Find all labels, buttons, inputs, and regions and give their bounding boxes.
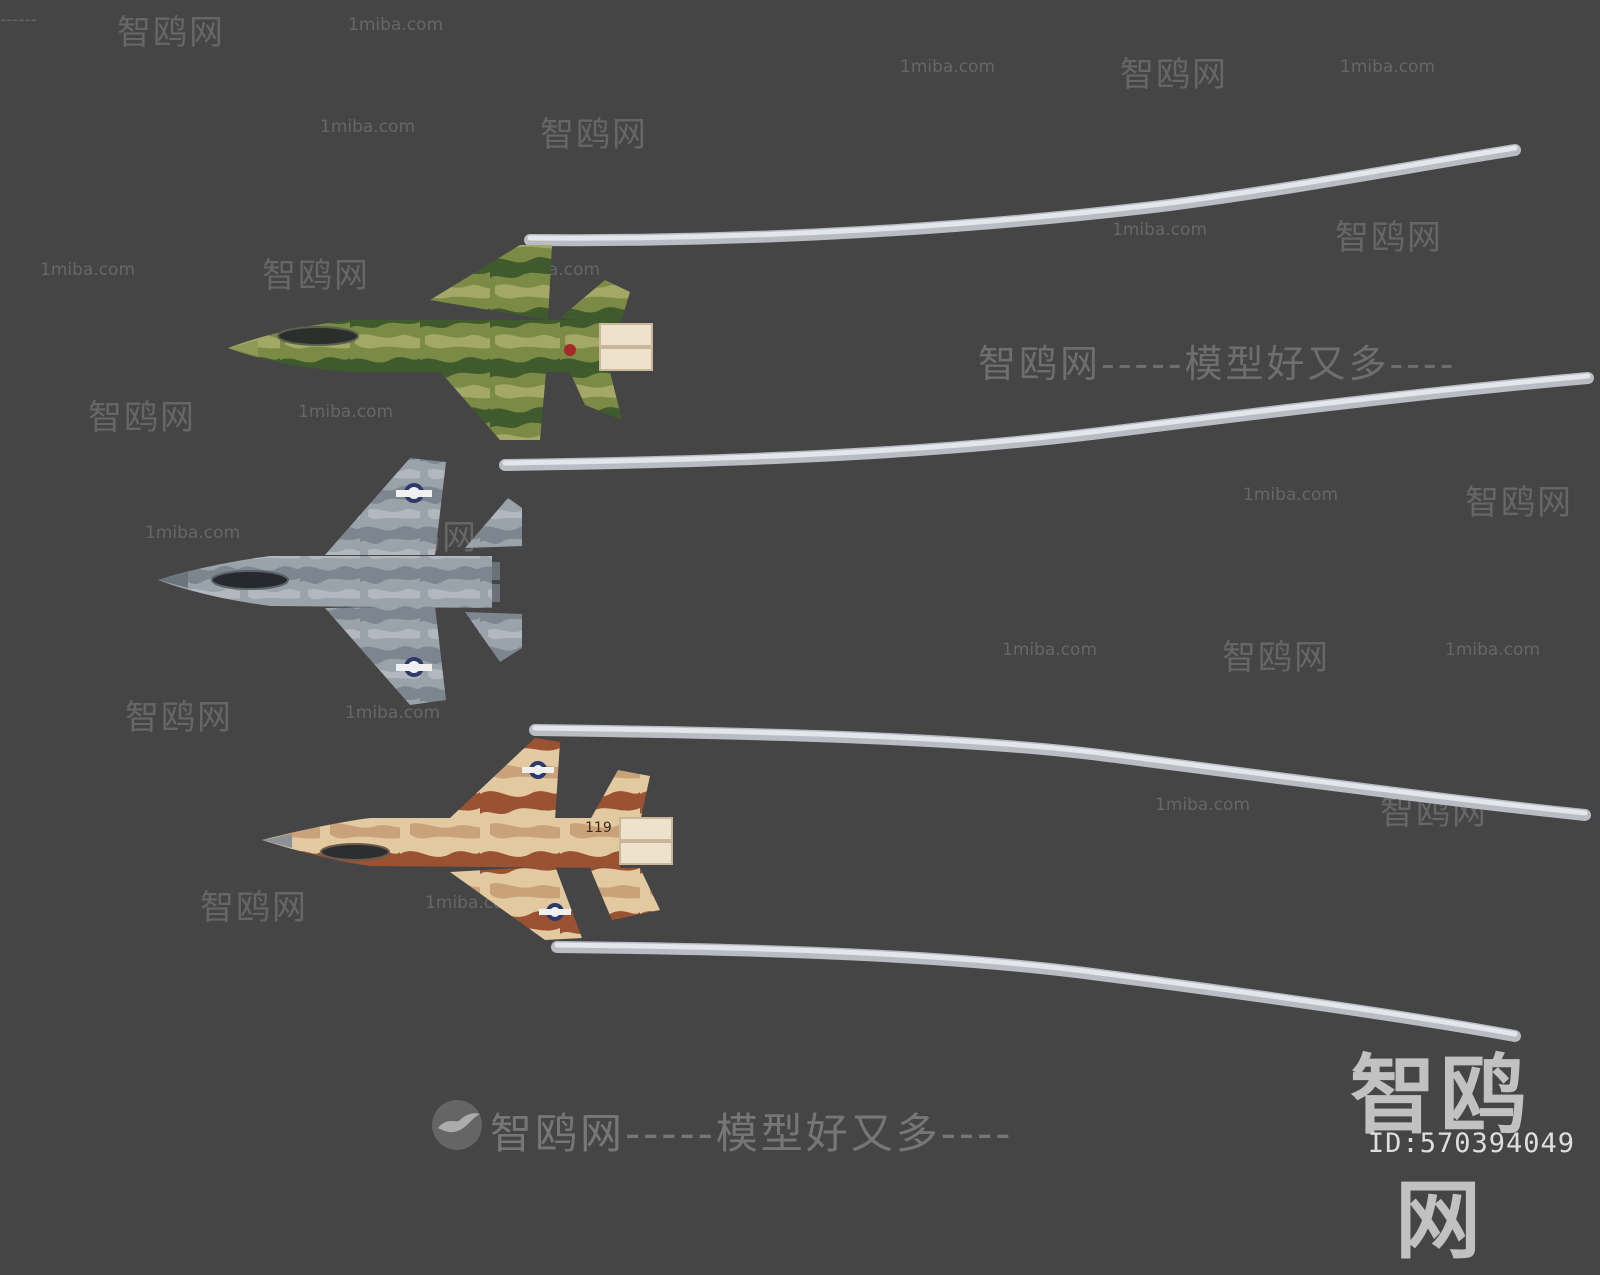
roundel-upper <box>396 483 432 503</box>
wing-lower <box>450 866 582 940</box>
watermark-brand: 智鸥网 <box>1120 55 1228 95</box>
watermark-url: 1miba.com <box>345 703 441 723</box>
roundel-upper <box>522 761 554 779</box>
wing-upper <box>430 245 552 320</box>
roundel-lower <box>539 903 571 921</box>
contrail-lower-1 <box>529 724 1591 821</box>
engine-nozzle-lower <box>619 841 673 865</box>
contrail-upper-1 <box>524 144 1521 247</box>
watermark-brand: 智鸥网 <box>1335 218 1443 258</box>
contrail-lower-1-highlight <box>532 725 1588 816</box>
watermark-dashes: ------ <box>0 10 37 30</box>
watermark-url: 1miba.com <box>1002 640 1098 660</box>
stabilizer-upper <box>465 498 522 548</box>
model-id: ID:570394049 <box>1367 1128 1575 1159</box>
watermark-url: 1miba.com <box>298 402 394 422</box>
watermark-url: 1miba.com <box>40 260 136 280</box>
watermark-url: 1miba.com <box>1243 485 1339 505</box>
watermark-url: 1miba.com <box>145 523 241 543</box>
watermark-brand: 智鸥网 <box>117 13 225 53</box>
cockpit-canopy <box>277 326 359 346</box>
desert-camo-jet: 119 <box>262 738 673 940</box>
watermark-brand: 智鸥网 <box>540 115 648 155</box>
watermark-url: 1miba.com <box>1112 220 1208 240</box>
stabilizer-lower <box>590 868 660 920</box>
contrail-group <box>499 144 1594 1042</box>
cockpit-canopy <box>320 843 390 861</box>
watermark-slogan: 智鸥网-----模型好又多---- <box>978 342 1457 386</box>
watermark-brand: 智鸥网 <box>125 698 233 738</box>
wing-upper <box>325 458 446 555</box>
tail-number: 119 <box>585 820 612 836</box>
grey-camo-jet <box>158 458 522 705</box>
watermark-url: 1miba.com <box>1340 57 1436 77</box>
fuselage <box>158 556 492 608</box>
roundel-red-star <box>564 344 576 356</box>
render-viewport: ------ 智鸥网 1miba.com 1miba.com 智鸥网 1miba… <box>0 10 1594 1271</box>
wing-upper <box>450 738 560 820</box>
watermark-url: 1miba.com <box>1445 640 1541 660</box>
watermark-url: 1miba.com <box>900 57 996 77</box>
nose-cone <box>262 834 292 848</box>
nose-cone <box>158 572 188 588</box>
footer-slogan: 智鸥网-----模型好又多---- <box>490 1109 1014 1158</box>
contrail-upper-2-highlight <box>502 373 1591 466</box>
engine-nozzle-lower <box>599 347 653 371</box>
contrail-lower-2 <box>551 941 1521 1042</box>
contrail-lower-2-highlight <box>554 942 1518 1037</box>
engine-nozzle-upper <box>619 817 673 841</box>
engine-nozzle-upper <box>492 562 500 580</box>
green-camo-jet <box>228 245 653 440</box>
watermark-brand: 智鸥网 <box>1465 483 1573 523</box>
watermark-brand: 智鸥网 <box>262 256 370 296</box>
stabilizer-lower <box>465 612 522 662</box>
watermark-brand: 智鸥网 <box>200 888 308 928</box>
fuselage <box>228 320 600 372</box>
engine-nozzle-upper <box>599 323 653 347</box>
watermark-brand: 智鸥网 <box>1222 638 1330 678</box>
engine-nozzle-lower <box>492 584 500 602</box>
stabilizer-upper <box>590 770 650 822</box>
aircraft-render: 119 <box>158 144 1594 1042</box>
fuselage <box>262 818 620 868</box>
nose-cone <box>228 340 258 356</box>
wing-lower <box>325 606 446 705</box>
bird-logo-icon <box>432 1100 482 1150</box>
stabilizer-upper <box>560 280 630 325</box>
wing-lower <box>430 350 548 440</box>
watermark-url: 1miba.com <box>320 117 416 137</box>
watermark-brand: 智鸥网 <box>88 398 196 438</box>
roundel-lower <box>396 657 432 677</box>
watermark-url: 1miba.com <box>1155 795 1251 815</box>
watermark-url: 1miba.com <box>348 15 444 35</box>
cockpit-canopy <box>211 570 289 590</box>
contrail-upper-1-highlight <box>527 145 1518 241</box>
